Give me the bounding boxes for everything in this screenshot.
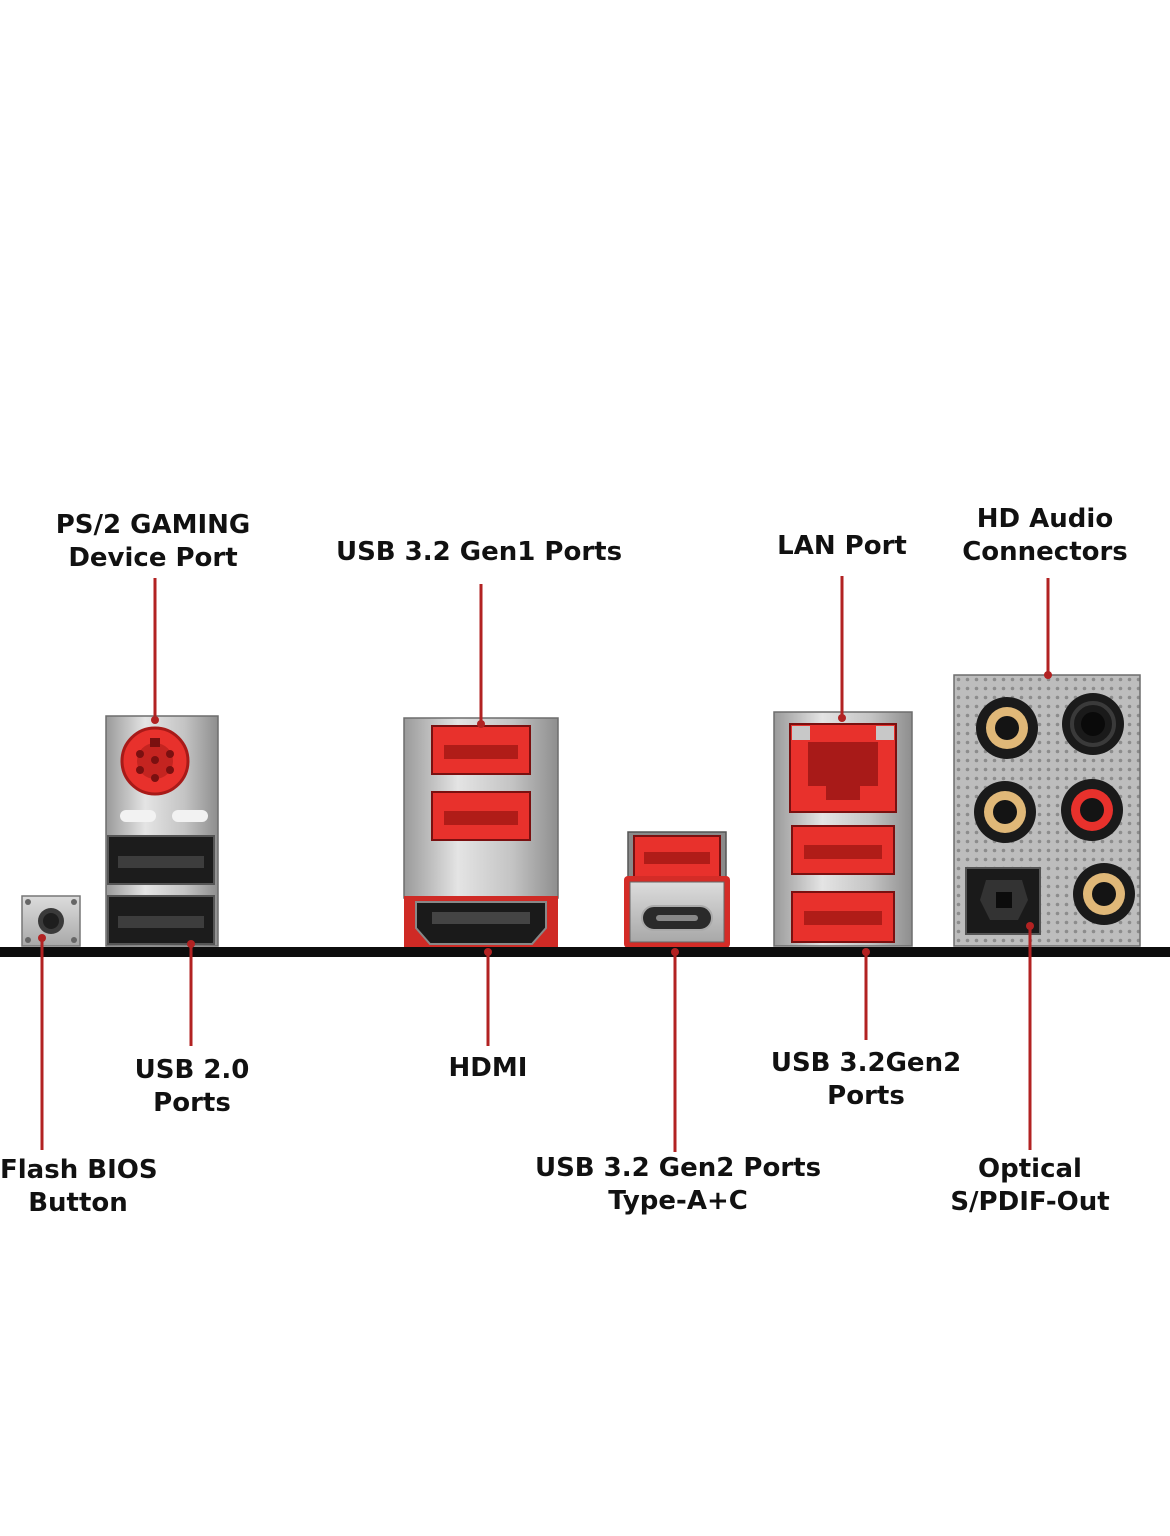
label-usb-gen2-type-ac: USB 3.2 Gen2 Ports Type-A+C <box>534 1153 822 1216</box>
ps2-usb20-stack-graphic <box>105 715 219 947</box>
flash-bios-button-graphic <box>21 895 81 947</box>
label-hd-audio-connectors: HD Audio Connectors <box>962 504 1128 567</box>
label-usb-gen2-ports: USB 3.2Gen2 Ports <box>770 1048 962 1111</box>
label-usb-gen1-ports: USB 3.2 Gen1 Ports <box>335 537 623 567</box>
label-ps2-gaming-port: PS/2 GAMING Device Port <box>55 510 251 573</box>
label-optical-spdif-out: Optical S/PDIF-Out <box>950 1154 1110 1217</box>
hd-audio-block-graphic <box>953 674 1141 947</box>
audio-jack-bottom-right <box>1073 863 1135 925</box>
lan-usb-gen2-stack-graphic <box>773 711 913 947</box>
label-hdmi: HDMI <box>448 1053 528 1083</box>
panel-baseline <box>0 947 1170 957</box>
audio-jack-mid-left <box>974 781 1036 843</box>
usb-gen2-ac-stack-graphic <box>624 831 730 948</box>
audio-jack-mid-right-red <box>1061 779 1123 841</box>
label-flash-bios-button: Flash BIOS Button <box>0 1155 158 1218</box>
audio-jack-top-right <box>1062 693 1124 755</box>
audio-jack-top-left <box>976 697 1038 759</box>
leader-lines <box>38 576 1052 1152</box>
usb-gen1-hdmi-stack-graphic <box>403 717 559 948</box>
label-usb20-ports: USB 2.0 Ports <box>134 1055 250 1118</box>
label-lan-port: LAN Port <box>777 531 907 561</box>
